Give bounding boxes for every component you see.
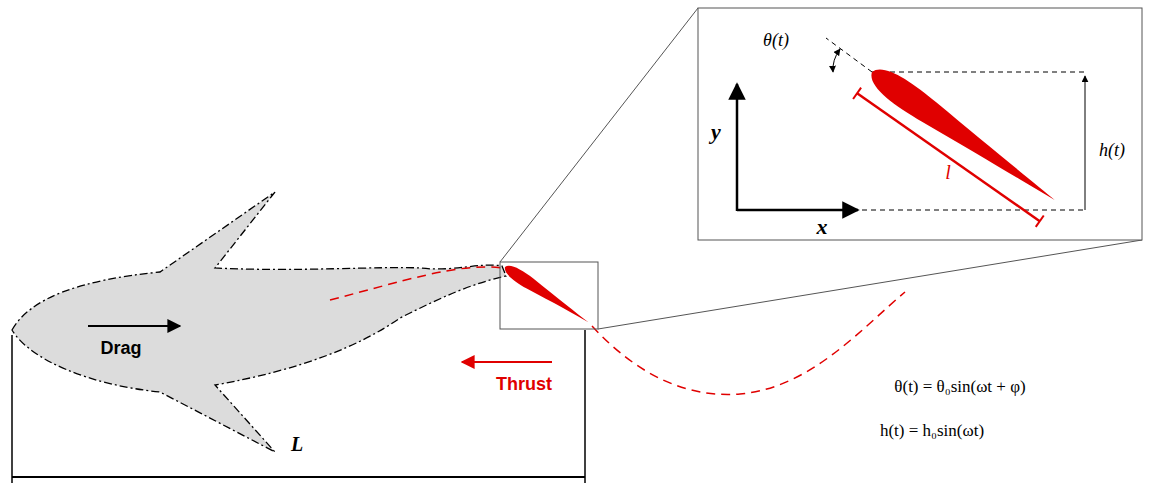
angle-label: θ(t)	[763, 31, 789, 49]
fish-body	[12, 192, 506, 452]
length-dimension	[12, 476, 585, 478]
dimension-label: l	[945, 162, 951, 182]
axis-label: y	[711, 121, 721, 143]
axis-label: x	[817, 216, 828, 238]
thrust-arrow	[462, 361, 552, 363]
inset-foil	[864, 61, 1062, 211]
tail-trajectory	[330, 267, 905, 395]
heave-arrow	[1085, 76, 1086, 210]
equation: θ(t) = θ₀sin(ωt + φ)	[894, 378, 1025, 395]
x-axis	[737, 209, 858, 212]
drag-arrow	[88, 325, 180, 327]
zoom-region	[500, 262, 598, 329]
y-axis	[736, 84, 739, 211]
heave-label: h(t)	[1099, 141, 1125, 159]
pitch-angle-arc	[833, 49, 840, 72]
equation: h(t) = h₀sin(ωt)	[880, 422, 984, 439]
force-label: Drag	[100, 339, 141, 357]
force-label: Thrust	[496, 375, 552, 393]
tail-foil	[502, 262, 592, 328]
chord-dimension	[853, 88, 1044, 227]
dimension-label: L	[291, 434, 303, 454]
inset-panel	[698, 8, 1142, 240]
